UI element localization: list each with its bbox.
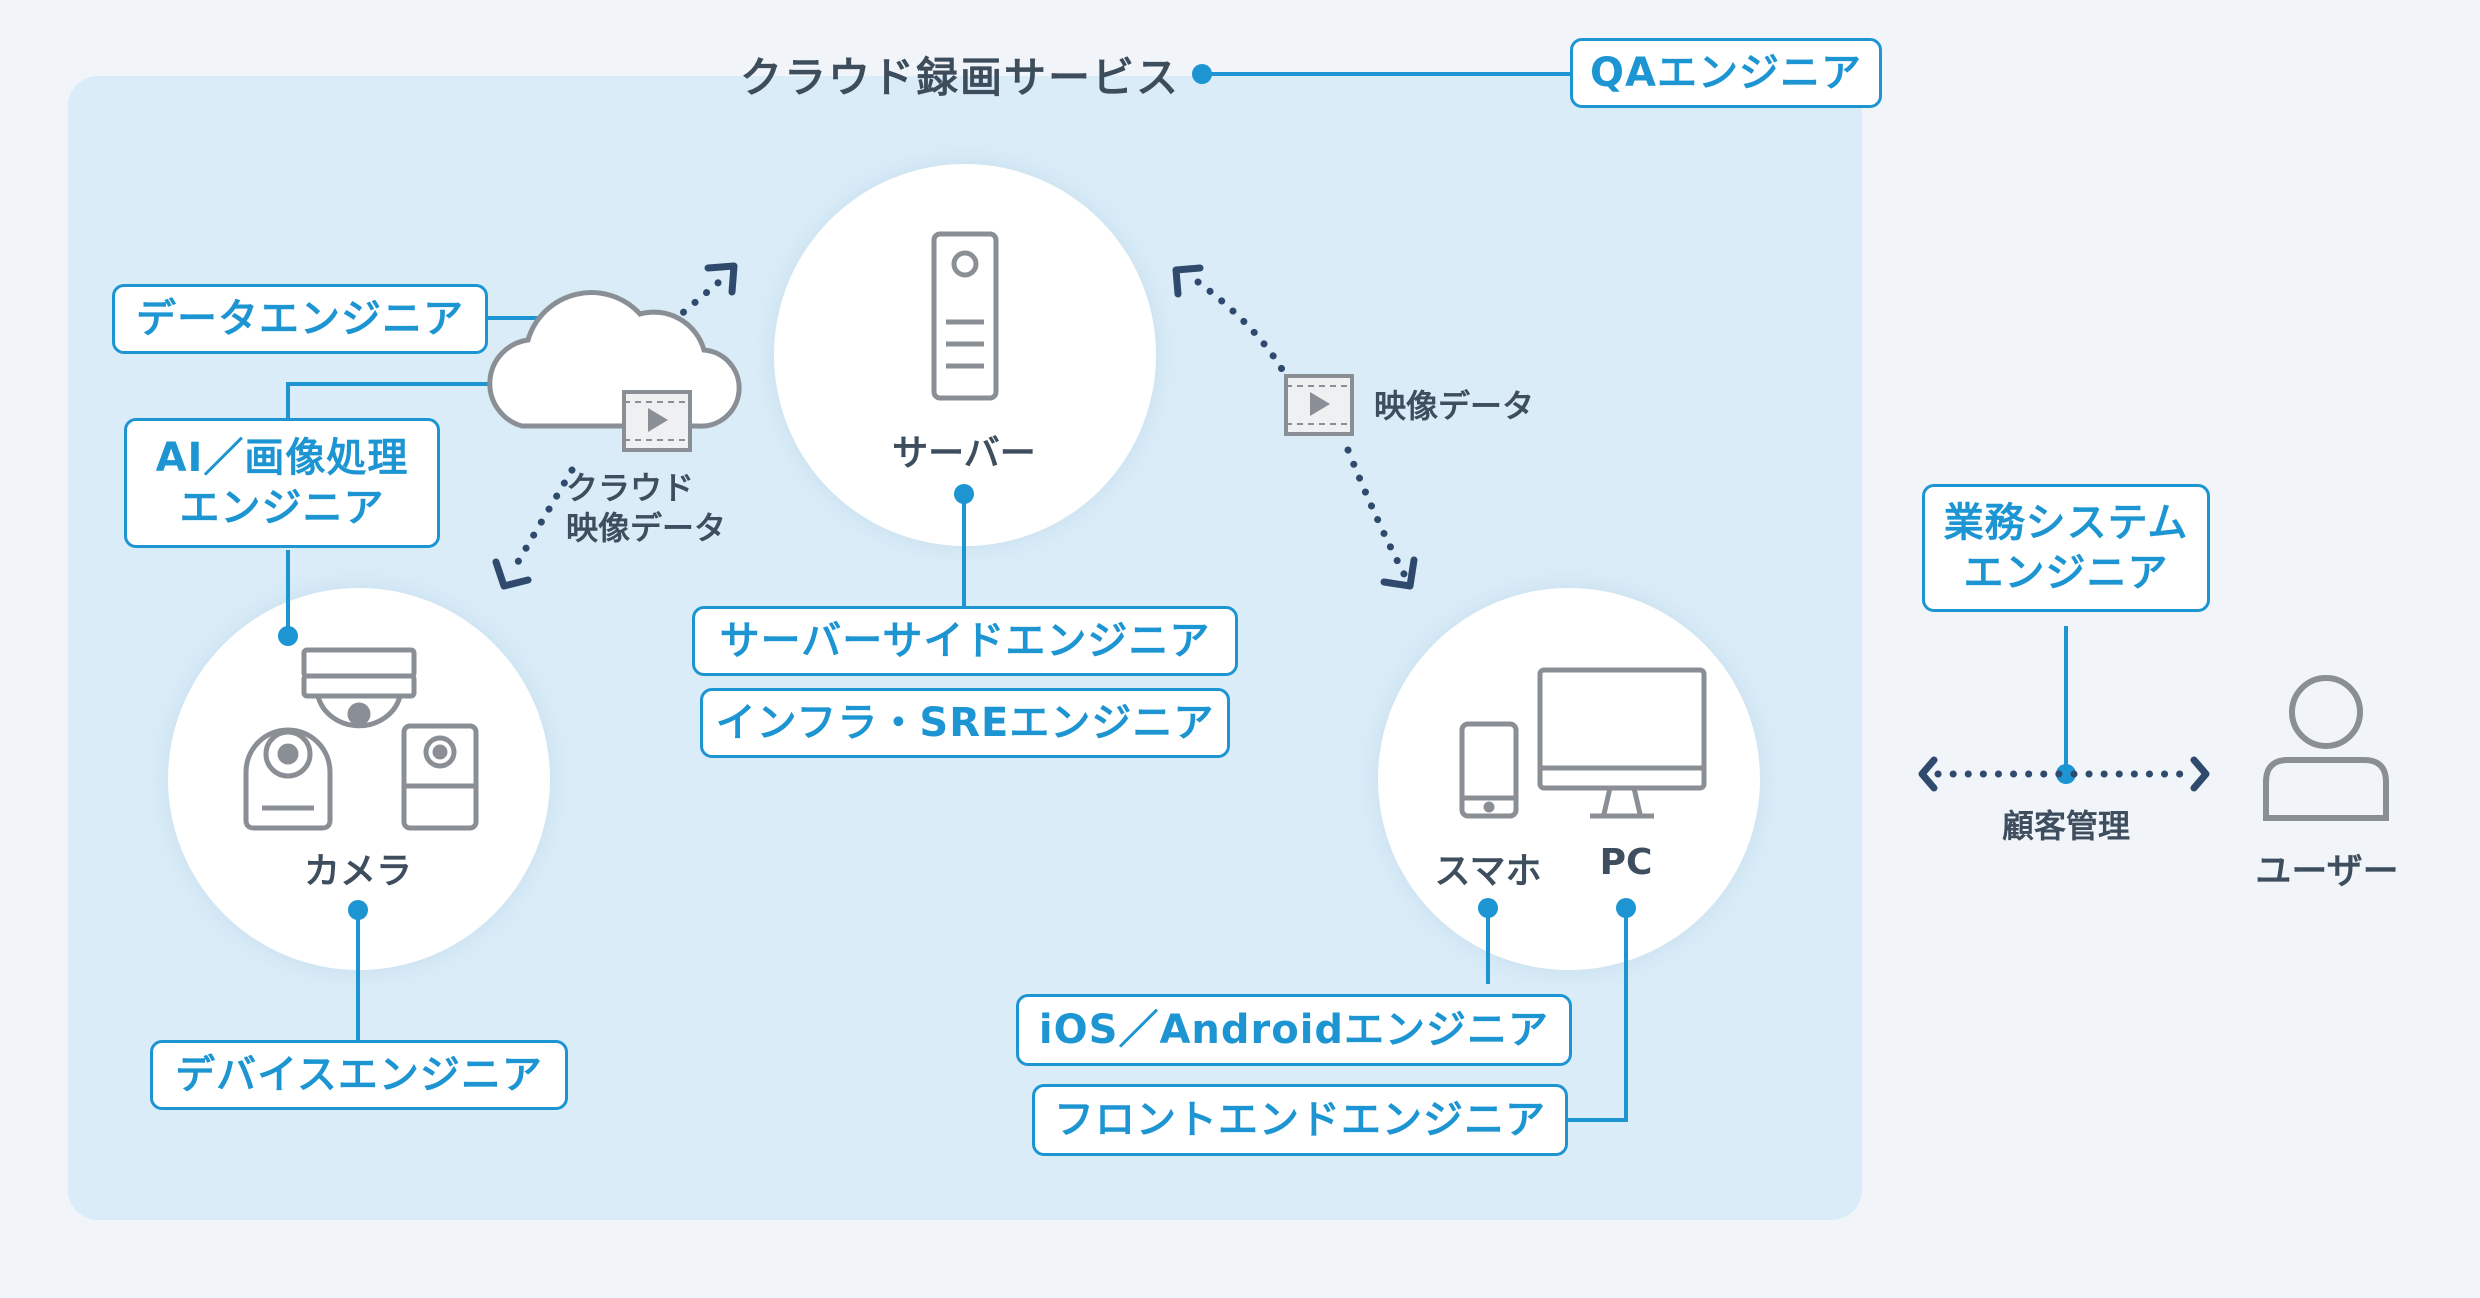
video-arrow-lower	[1344, 446, 1408, 578]
pc-dot	[1616, 898, 1636, 918]
user-label: ユーザー	[2255, 851, 2399, 892]
camera-label: カメラ	[303, 851, 412, 892]
pc-label: PC	[1599, 842, 1653, 883]
infra-sre-engineer-tag: インフラ・SREエンジニア	[700, 688, 1230, 758]
arrowhead-left	[1918, 756, 1938, 792]
service-title: クラウド録画サービス	[740, 53, 1181, 102]
arrowhead-up-left	[1172, 264, 1204, 298]
cloud-arrow-upper	[668, 272, 730, 326]
smartphone-icon	[1459, 721, 1519, 819]
smartphone-label: スマホ	[1434, 851, 1542, 892]
camera-dot	[278, 626, 298, 646]
arrowhead-down-right	[1380, 556, 1418, 590]
camera-bottom-dot	[348, 900, 368, 920]
video-arrow-upper	[1194, 278, 1292, 384]
arrowhead-up-right	[704, 262, 738, 296]
customer-dot	[2056, 764, 2076, 784]
server-label: サーバー	[892, 433, 1036, 474]
video-label: 映像データ	[1374, 387, 1535, 425]
cloud-arrow-lower	[508, 466, 576, 576]
film-icon-video	[1284, 374, 1354, 436]
pc-icon	[1537, 667, 1707, 819]
ai-engineer-tag: AI／画像処理 エンジニア	[124, 418, 440, 548]
data-engineer-tag: データエンジニア	[112, 284, 488, 354]
camera-icon	[243, 647, 479, 831]
server-dot	[954, 484, 974, 504]
user-icon	[2263, 675, 2389, 821]
smartphone-dot	[1478, 898, 1498, 918]
qa-engineer-tag: QAエンジニア	[1570, 38, 1882, 108]
mobile-engineer-tag: iOS／Androidエンジニア	[1016, 994, 1572, 1066]
film-icon-cloud	[622, 390, 692, 452]
frontend-engineer-tag: フロントエンドエンジニア	[1032, 1084, 1568, 1156]
arrowhead-down-left	[492, 558, 532, 590]
cloud-video-label: クラウド 映像データ	[566, 469, 727, 547]
arrowhead-right	[2190, 756, 2210, 792]
business-system-engineer-tag: 業務システム エンジニア	[1922, 484, 2210, 612]
ai-connector-top	[286, 382, 526, 420]
device-engineer-tag: デバイスエンジニア	[150, 1040, 568, 1110]
server-side-engineer-tag: サーバーサイドエンジニア	[692, 606, 1238, 676]
customer-mgmt-label: 顧客管理	[2001, 807, 2130, 845]
server-icon	[931, 231, 999, 401]
title-dot	[1192, 64, 1212, 84]
pc-connector	[1568, 908, 1628, 1122]
cloud-icon	[487, 290, 742, 429]
